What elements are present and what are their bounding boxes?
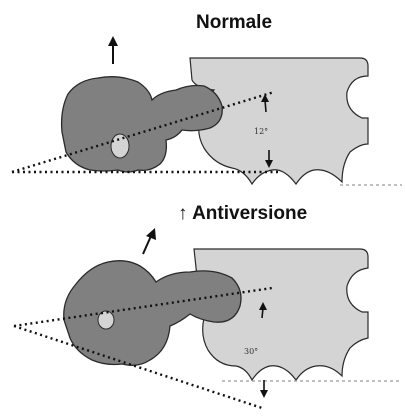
- angle-arrow-down-bottom: [260, 380, 268, 398]
- femur-hole-top: [111, 134, 129, 158]
- femur-hole-bottom: [98, 311, 114, 329]
- panel-title-anteversion-text: Antiversione: [192, 203, 307, 224]
- panel-title-normal: Normale: [196, 12, 272, 34]
- angle-label-top: 12°: [254, 127, 268, 136]
- panel-normal: 12°: [12, 36, 402, 185]
- panel-title-anteversion: ↑ Antiversione: [178, 203, 307, 225]
- title-arrow-icon: ↑: [178, 203, 188, 224]
- femur-shape-top: [62, 77, 223, 172]
- panel-anteversion: 30°: [14, 228, 402, 408]
- up-arrow-top: [108, 36, 118, 64]
- up-arrow-bottom: [143, 228, 156, 254]
- angle-label-bottom: 30°: [244, 347, 258, 356]
